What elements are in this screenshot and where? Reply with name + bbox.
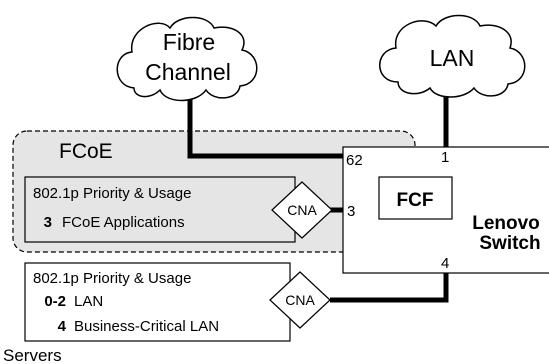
lan-server-usage-business: Business-Critical LAN bbox=[74, 318, 219, 335]
fibre-channel-label-line2: Channel bbox=[145, 59, 231, 85]
fcf-label: FCF bbox=[397, 190, 434, 211]
lan-server-usage-lan: LAN bbox=[74, 293, 103, 310]
fcoe-server-priority-3: 3 bbox=[44, 214, 52, 231]
lan-server-box bbox=[24, 262, 291, 342]
lan-server-priority-0-2: 0-2 bbox=[44, 293, 66, 310]
fc-link-line bbox=[187, 90, 343, 159]
fcoe-server-heading: 802.1p Priority & Usage bbox=[33, 185, 191, 202]
port-3-label: 3 bbox=[347, 203, 355, 220]
servers-label: Servers bbox=[3, 346, 62, 364]
port-1-label: 1 bbox=[441, 149, 449, 166]
fcoe-cna-label: CNA bbox=[287, 202, 317, 218]
lan-cloud-icon bbox=[379, 14, 526, 98]
lan-cna-link-line bbox=[330, 273, 449, 303]
lan-cna-adapter bbox=[269, 271, 331, 329]
switch-name-line2: Switch bbox=[479, 233, 540, 254]
fcf-box bbox=[378, 176, 453, 220]
fibre-channel-label-line1: Fibre bbox=[163, 29, 215, 55]
lan-cloud-label: LAN bbox=[430, 45, 475, 71]
switch-name-line1: Lenovo bbox=[472, 213, 540, 234]
fibre-channel-cloud-icon bbox=[116, 16, 258, 102]
lan-server-heading: 802.1p Priority & Usage bbox=[33, 270, 191, 287]
lan-cna-label: CNA bbox=[285, 292, 315, 308]
lan-server-priority-4: 4 bbox=[58, 318, 67, 335]
fcoe-server-box bbox=[24, 176, 296, 243]
fcoe-cna-adapter bbox=[271, 181, 333, 239]
fcoe-server-usage-3: FCoE Applications bbox=[62, 214, 185, 231]
fcoe-zone-label: FCoE bbox=[59, 140, 113, 163]
port-62-label: 62 bbox=[346, 152, 363, 169]
port-4-label: 4 bbox=[441, 255, 449, 272]
